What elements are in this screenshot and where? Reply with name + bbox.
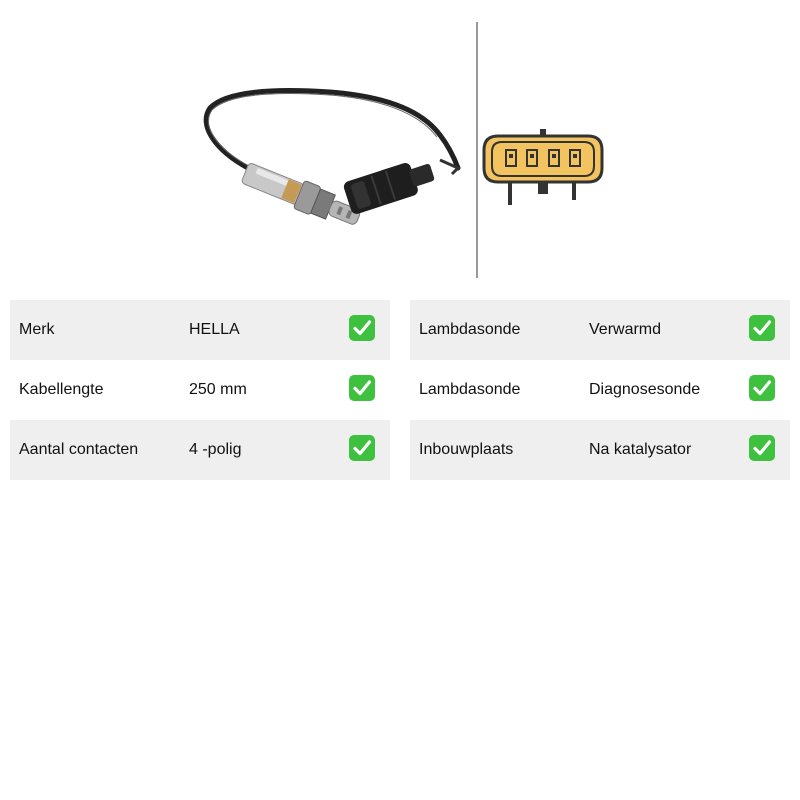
check-icon xyxy=(349,435,375,461)
spec-row: Lambdasonde Verwarmd xyxy=(410,300,790,360)
spec-value: Verwarmd xyxy=(589,321,662,338)
spec-value: Na katalysator xyxy=(589,441,692,458)
spec-value: Diagnosesonde xyxy=(589,381,701,398)
spec-label: Inbouwplaats xyxy=(419,441,514,458)
check-icon xyxy=(349,375,375,401)
check-icon xyxy=(749,375,775,401)
spec-row: Merk HELLA xyxy=(10,300,390,360)
spec-table-right: Lambdasonde Verwarmd Lambdasonde Diagnos… xyxy=(410,300,790,480)
spec-label: Lambdasonde xyxy=(419,321,521,338)
spec-row: Inbouwplaats Na katalysator xyxy=(410,420,790,480)
check-icon xyxy=(749,315,775,341)
spec-row: Aantal contacten 4 -polig xyxy=(10,420,390,480)
lambda-sensor-photo xyxy=(203,88,461,225)
connector-pinout-icon xyxy=(482,129,604,205)
spec-label: Merk xyxy=(19,321,55,338)
spec-row: Kabellengte 250 mm xyxy=(10,360,390,420)
spec-table-left: Merk HELLA Kabellengte 250 mm Aantal con… xyxy=(10,300,390,480)
spec-label: Kabellengte xyxy=(19,381,104,398)
spec-value: 4 -polig xyxy=(189,441,242,458)
spec-label: Aantal contacten xyxy=(19,441,139,458)
check-icon xyxy=(749,435,775,461)
spec-value: HELLA xyxy=(189,321,240,338)
spec-label: Lambdasonde xyxy=(419,381,521,398)
spec-value: 250 mm xyxy=(189,381,247,398)
product-image xyxy=(0,0,800,290)
check-icon xyxy=(349,315,375,341)
spec-row: Lambdasonde Diagnosesonde xyxy=(410,360,790,420)
